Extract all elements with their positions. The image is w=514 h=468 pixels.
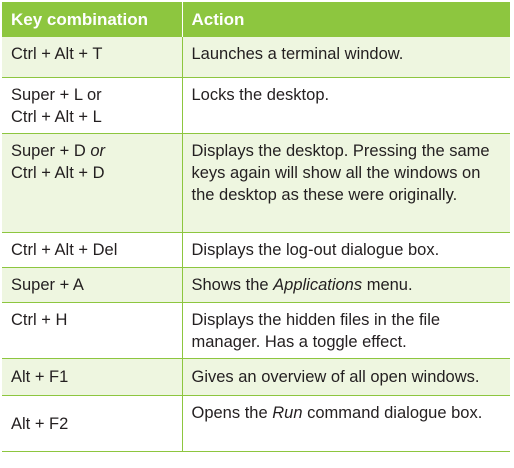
key-or-text: or: [90, 141, 106, 160]
header-key-combination: Key combination: [2, 2, 183, 37]
action-cell: Launches a terminal window.: [182, 37, 510, 78]
key-cell: Ctrl + H: [2, 302, 183, 359]
action-cell: Displays the hidden files in the file ma…: [182, 302, 510, 359]
table-header-row: Key combination Action: [2, 2, 510, 37]
key-cell: Super + L or Ctrl + Alt + L: [2, 77, 183, 134]
action-text: command dialogue box.: [302, 403, 483, 422]
table-row: Ctrl + H Displays the hidden files in th…: [2, 302, 510, 359]
key-cell: Ctrl + Alt + Del: [2, 232, 183, 268]
key-line: Ctrl + Alt + D: [11, 163, 105, 182]
key-cell: Super + D or Ctrl + Alt + D: [2, 133, 183, 233]
key-cell: Ctrl + Alt + T: [2, 37, 183, 78]
table-row: Ctrl + Alt + T Launches a terminal windo…: [2, 37, 510, 78]
action-cell: Opens the Run command dialogue box.: [182, 395, 510, 452]
table-row: Alt + F2 Opens the Run command dialogue …: [2, 395, 510, 452]
action-text: Shows the: [191, 275, 274, 294]
key-line: Super + L or: [11, 85, 102, 104]
table-row: Ctrl + Alt + Del Displays the log-out di…: [2, 232, 510, 268]
header-action: Action: [182, 2, 510, 37]
action-text: Opens the: [191, 403, 273, 422]
keyboard-shortcut-table: Key combination Action Ctrl + Alt + T La…: [2, 2, 510, 452]
action-cell: Displays the log-out dialogue box.: [182, 232, 510, 268]
action-emphasis: Run: [272, 403, 303, 422]
action-cell: Gives an overview of all open windows.: [182, 358, 510, 396]
key-line: Super + D: [11, 141, 91, 160]
action-cell: Locks the desktop.: [182, 77, 510, 134]
key-cell: Alt + F2: [2, 395, 183, 452]
table-row: Super + L or Ctrl + Alt + L Locks the de…: [2, 77, 510, 134]
action-text: menu.: [362, 275, 413, 294]
key-cell: Super + A: [2, 267, 183, 303]
table-row: Super + D or Ctrl + Alt + D Displays the…: [2, 133, 510, 233]
table-row: Super + A Shows the Applications menu.: [2, 267, 510, 303]
key-cell: Alt + F1: [2, 358, 183, 396]
key-line: Ctrl + Alt + L: [11, 107, 102, 126]
action-cell: Displays the desktop. Pressing the same …: [182, 133, 510, 233]
action-cell: Shows the Applications menu.: [182, 267, 510, 303]
shortcut-table-container: Key combination Action Ctrl + Alt + T La…: [2, 2, 510, 452]
table-row: Alt + F1 Gives an overview of all open w…: [2, 358, 510, 396]
action-emphasis: Applications: [273, 275, 363, 294]
